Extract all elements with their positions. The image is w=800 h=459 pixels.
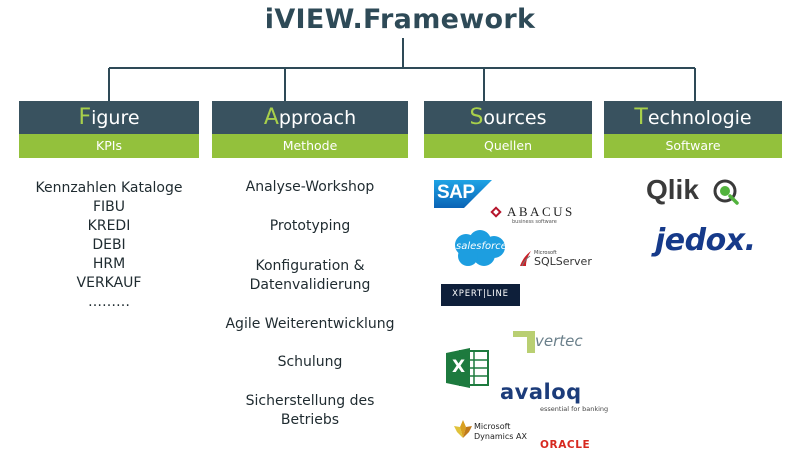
- column-technologie-subheader: Software: [604, 134, 782, 158]
- header-text: ources: [483, 107, 547, 129]
- excel-logo: X: [446, 348, 490, 388]
- column-sources-header: Sources: [424, 101, 592, 134]
- list-item: Analyse-Workshop: [245, 179, 375, 195]
- dynamics-text-2: Dynamics AX: [474, 432, 527, 441]
- list-item: Sicherstellung des: [245, 393, 375, 409]
- list-item: FIBU: [92, 199, 126, 215]
- column-technologie-header: Technologie: [604, 101, 782, 134]
- qlik-logo-text: Qlik: [646, 174, 699, 205]
- xpertline-logo-text: XPERT|LINE: [452, 289, 509, 299]
- header-text: echnologie: [647, 107, 752, 129]
- dynamics-text-1: Microsoft: [474, 422, 511, 431]
- salesforce-logo: salesforce: [446, 229, 510, 269]
- salesforce-logo-text: salesforce: [456, 241, 507, 252]
- sap-logo: SAP: [434, 180, 492, 208]
- column-figure-header: Figure: [19, 101, 199, 134]
- oracle-logo: ORACLE: [540, 433, 590, 452]
- initial-letter: F: [78, 105, 92, 130]
- oracle-logo-text: ORACLE: [540, 439, 591, 451]
- list-item: Betriebs: [280, 412, 340, 428]
- xpertline-logo: XPERT|LINE: [441, 284, 520, 306]
- initial-letter: T: [634, 105, 648, 130]
- column-approach-subheader: Methode: [212, 134, 408, 158]
- list-item: Kennzahlen Kataloge: [35, 180, 183, 196]
- list-item: VERKAUF: [76, 275, 142, 291]
- list-item: Konfiguration &: [255, 258, 365, 274]
- column-sources-subheader: Quellen: [424, 134, 592, 158]
- abacus-logo-text: ABACUS: [507, 204, 575, 219]
- initial-letter: A: [263, 105, 279, 130]
- qlik-mark-icon: [713, 179, 739, 205]
- list-item: Schulung: [277, 354, 343, 370]
- figure-list: Kennzahlen Kataloge FIBU KREDI DEBI HRM …: [19, 179, 199, 312]
- list-item: Agile Weiterentwicklung: [225, 316, 395, 332]
- list-item: Prototyping: [269, 218, 351, 234]
- sqlserver-small-text: Microsoft: [534, 250, 557, 256]
- list-item: Datenvalidierung: [249, 277, 371, 293]
- vertec-logo-text: vertec: [535, 332, 583, 350]
- connector-tree: [108, 38, 696, 101]
- diagram-title: iVIEW.Framework: [264, 4, 536, 35]
- avaloq-tagline: essential for banking: [540, 405, 609, 413]
- jedox-logo: jedox.: [655, 223, 756, 258]
- list-item: DEBI: [92, 237, 126, 253]
- initial-letter: S: [469, 105, 484, 130]
- list-item: HRM: [92, 256, 126, 272]
- column-approach-header: Approach: [212, 101, 408, 134]
- excel-logo-text: X: [452, 357, 466, 377]
- sqlserver-logo-text: SQLServer: [534, 255, 592, 268]
- list-item: ………: [88, 294, 130, 310]
- header-text: pproach: [278, 107, 357, 129]
- abacus-tagline: business software: [512, 219, 557, 225]
- sap-logo-text: SAP: [437, 182, 475, 203]
- column-figure-subheader: KPIs: [19, 134, 199, 158]
- header-text: igure: [91, 107, 140, 129]
- jedox-logo-text: jedox.: [655, 223, 756, 258]
- approach-list: Analyse-Workshop Prototyping Konfigurati…: [212, 0, 408, 459]
- list-item: KREDI: [87, 218, 131, 234]
- avaloq-logo-text: avaloq: [500, 380, 582, 404]
